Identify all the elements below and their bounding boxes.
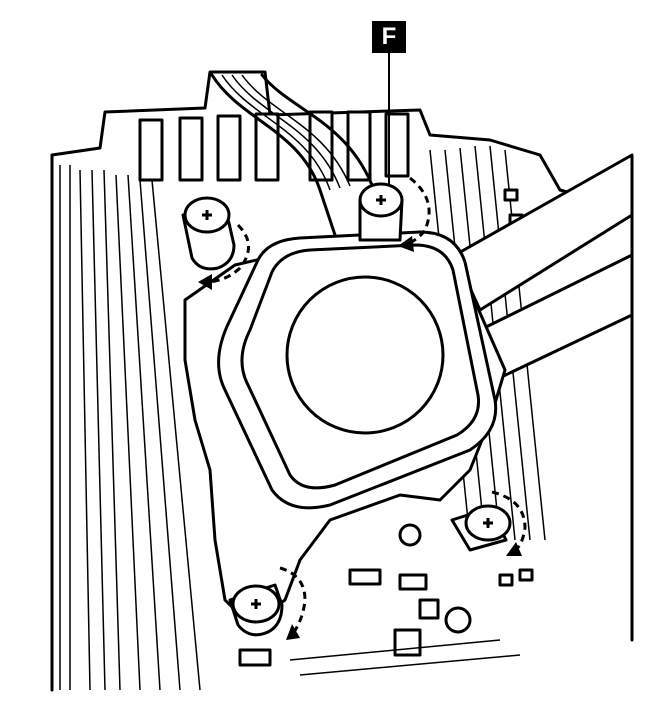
pump-head bbox=[217, 230, 498, 510]
dashed-rotation-arrow-icon bbox=[279, 566, 307, 636]
screw-bottom-right bbox=[450, 490, 527, 556]
arrow-head-icon bbox=[506, 542, 522, 556]
screw-top-left bbox=[181, 196, 250, 290]
phillips-screw-icon bbox=[483, 518, 493, 528]
motherboard-fins-left bbox=[59, 165, 201, 691]
callout-label: F bbox=[381, 23, 397, 50]
screw-top-right bbox=[358, 176, 431, 252]
ribbon-cable bbox=[210, 73, 387, 252]
phillips-screw-icon bbox=[251, 599, 261, 609]
dashed-rotation-arrow-icon bbox=[204, 223, 250, 284]
arrow-head-icon bbox=[198, 274, 212, 290]
motherboard-components bbox=[238, 523, 534, 676]
arrow-head-icon bbox=[286, 624, 300, 640]
motherboard bbox=[50, 70, 634, 692]
phillips-screw-icon bbox=[202, 210, 212, 220]
arrow-head-icon bbox=[398, 236, 414, 252]
phillips-screw-icon bbox=[376, 195, 386, 205]
callout-box: F bbox=[372, 21, 406, 53]
pump-head-cap bbox=[285, 275, 445, 435]
screw-bottom-left bbox=[228, 566, 307, 640]
